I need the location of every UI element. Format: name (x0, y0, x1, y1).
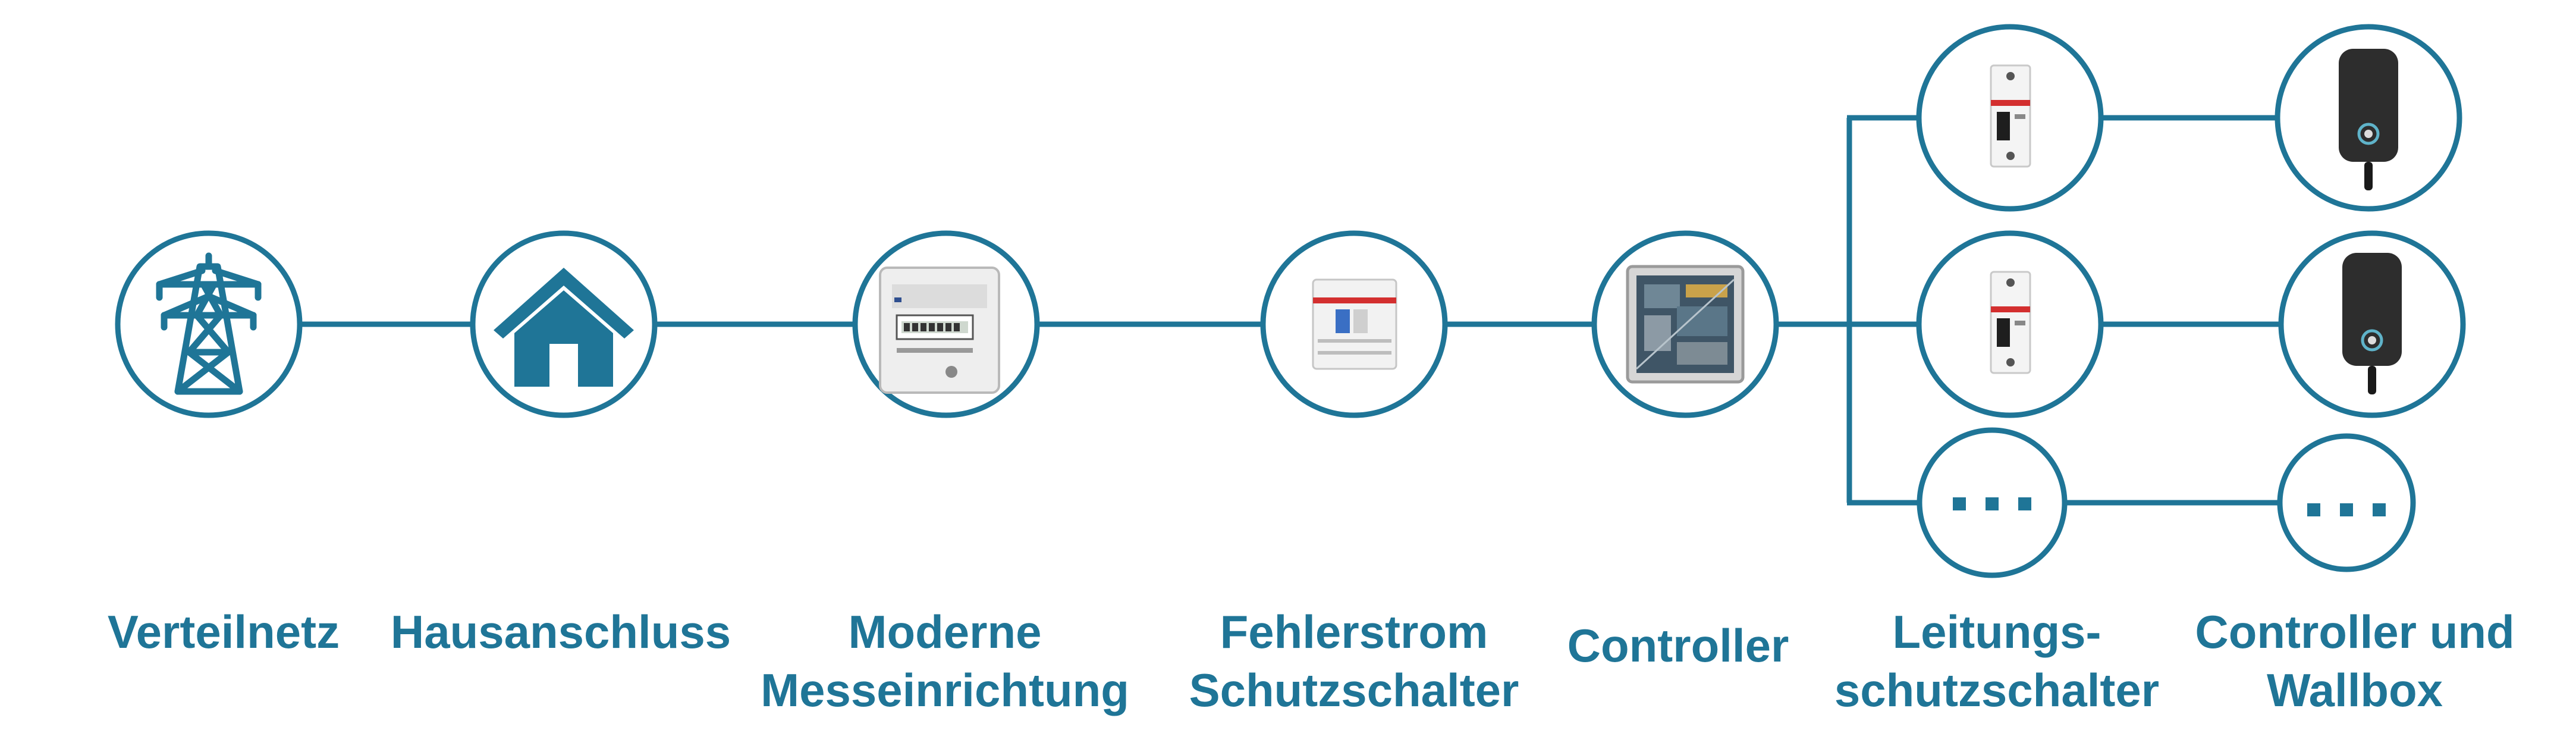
electricity-meter-icon (879, 267, 1000, 394)
label-line: Messeinrichtung (761, 664, 1129, 716)
controller-cabinet-icon (1626, 265, 1745, 384)
label-verteilnetz: Verteilnetz (15, 603, 432, 661)
circuit-breaker-icon (1990, 64, 2031, 168)
label-controller: Controller (1470, 616, 1886, 675)
more-dots-icon (2307, 503, 2386, 516)
label-line: Wallbox (2266, 664, 2443, 716)
connector-lines (300, 115, 2281, 506)
label-hausanschluss: Hausanschluss (353, 603, 769, 661)
label-wallbox: Controller und Wallbox (2147, 603, 2563, 719)
label-line: Schutzschalter (1189, 664, 1519, 716)
rcd-breaker-icon (1312, 278, 1397, 370)
house-icon (494, 268, 634, 387)
label-line: Verteilnetz (107, 606, 340, 658)
wallbox-icon (2339, 49, 2398, 190)
power-tower-icon (156, 252, 262, 395)
label-line: Fehlerstrom (1220, 606, 1488, 658)
label-line: Controller (1567, 619, 1789, 672)
label-line: Hausanschluss (390, 606, 731, 658)
label-line: Moderne (848, 606, 1042, 658)
label-messeinrichtung: Moderne Messeinrichtung (737, 603, 1153, 719)
node-circle-wallbox-more (2277, 433, 2416, 572)
label-line: Controller und (2195, 606, 2515, 658)
label-line: schutzschalter (1834, 664, 2160, 716)
node-circles (115, 24, 2466, 578)
label-leitungsschutz: Leitungs- schutzschalter (1789, 603, 2205, 719)
label-fehlerstrom: Fehlerstrom Schutzschalter (1146, 603, 1562, 719)
wallbox-icon (2342, 253, 2402, 394)
more-dots-icon (1953, 497, 2031, 510)
label-line: Leitungs- (1892, 606, 2101, 658)
circuit-breaker-icon (1990, 271, 2031, 374)
